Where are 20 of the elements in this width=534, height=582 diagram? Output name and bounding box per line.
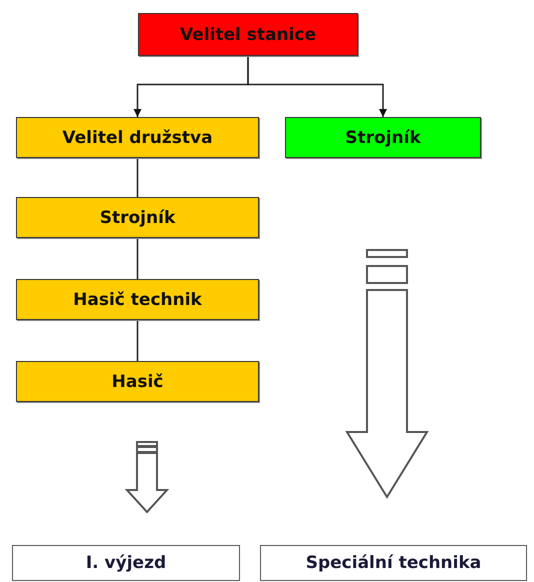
role-box [16, 197, 259, 238]
role-label: Hasič [112, 372, 164, 392]
role-label: Velitel stanice [180, 24, 316, 44]
connector-line [136, 238, 138, 279]
role-label: Speciální technika [306, 553, 482, 573]
connector-line [136, 158, 138, 197]
role-box [16, 279, 259, 320]
role-box [285, 117, 481, 158]
role-label: I. výjezd [86, 553, 166, 573]
role-label: Hasič technik [73, 290, 202, 310]
role-label: Strojník [100, 208, 176, 228]
outcome-box [260, 545, 527, 581]
role-label: Strojník [345, 128, 421, 148]
role-label: Velitel družstva [62, 128, 213, 148]
role-box [16, 361, 259, 402]
arrow [247, 56, 387, 117]
outcome-box [12, 545, 240, 581]
connector-line [136, 320, 138, 361]
role-box [16, 117, 259, 158]
role-box [138, 13, 358, 56]
